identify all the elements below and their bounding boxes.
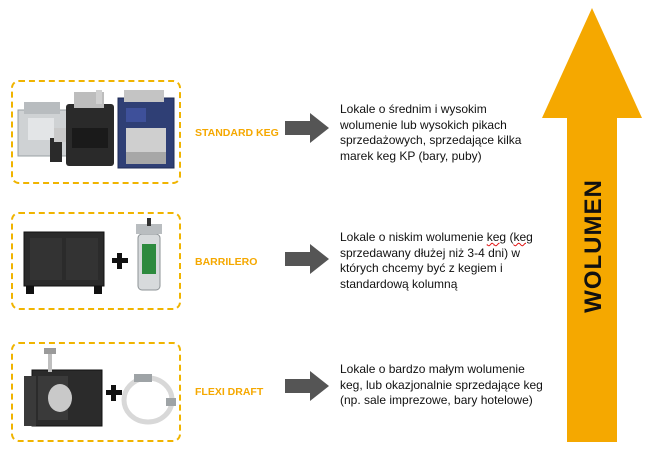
standard-keg-arrow-icon xyxy=(285,113,329,143)
volume-label: WOLUMEN xyxy=(580,179,607,313)
flexi-draft-panel xyxy=(11,342,181,442)
keg-cabinet-plus-tap-hose-image xyxy=(24,348,176,427)
volume-up-arrow-icon xyxy=(542,8,642,442)
barrilero-arrow-icon xyxy=(285,244,329,274)
standard-keg-description: Lokale o średnim i wysokim wolumenie lub… xyxy=(340,102,522,163)
spellcheck-word: keg xyxy=(486,230,507,244)
description-text: sprzedawany dłużej niż 3-4 dni) w któryc… xyxy=(340,245,521,291)
barrilero-label: BARRILERO xyxy=(195,256,258,268)
keg-cooler-units-image xyxy=(17,90,175,169)
back-bar-cooler-plus-tap-column-image xyxy=(23,218,162,294)
flexi-draft-label: FLEXI DRAFT xyxy=(195,386,264,398)
spellcheck-word: keg xyxy=(513,230,533,244)
standard-keg-panel xyxy=(11,80,181,184)
description-text: Lokale o niskim wolumenie xyxy=(340,230,487,244)
barrilero-panel xyxy=(11,212,181,310)
description-text: ( xyxy=(506,230,514,244)
flexi-draft-description: Lokale o bardzo małym wolumenie keg, lub… xyxy=(340,362,543,407)
flexi-draft-arrow-icon xyxy=(285,371,329,401)
barrilero-description: Lokale o niskim wolumenie keg (keg sprze… xyxy=(340,230,545,292)
standard-keg-label: STANDARD KEG xyxy=(195,127,279,139)
